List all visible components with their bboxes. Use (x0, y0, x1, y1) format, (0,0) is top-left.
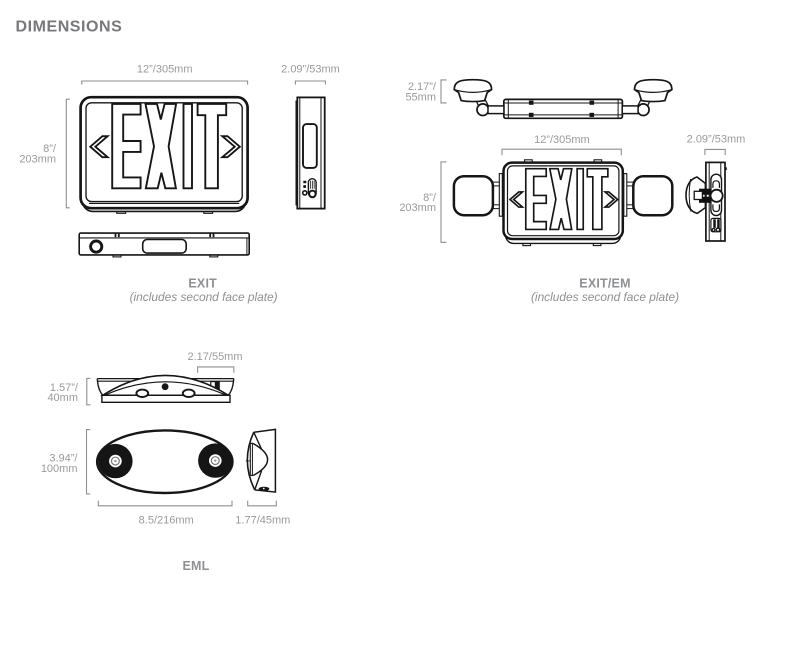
svg-text:12”/305mm: 12”/305mm (137, 64, 193, 76)
svg-text:203mm: 203mm (19, 153, 56, 165)
svg-text:40mm: 40mm (47, 392, 78, 404)
svg-text:55mm: 55mm (405, 91, 436, 103)
svg-text:EXIT/EM: EXIT/EM (579, 276, 630, 290)
svg-text:EXIT: EXIT (188, 276, 217, 290)
svg-text:3.94”/: 3.94”/ (49, 453, 78, 465)
svg-text:8”/: 8”/ (423, 192, 437, 204)
svg-text:(includes second face plate): (includes second face plate) (531, 290, 679, 304)
svg-text:2.09”/53mm: 2.09”/53mm (687, 133, 746, 145)
svg-text:12”/305mm: 12”/305mm (534, 134, 590, 146)
svg-text:EML: EML (183, 559, 210, 573)
svg-text:1.57”/: 1.57”/ (50, 382, 79, 394)
svg-text:100mm: 100mm (41, 463, 78, 475)
svg-text:2.17/55mm: 2.17/55mm (187, 351, 242, 363)
svg-text:2.09”/53mm: 2.09”/53mm (281, 64, 340, 76)
svg-text:(includes second face plate): (includes second face plate) (130, 290, 278, 304)
svg-text:203mm: 203mm (399, 202, 436, 214)
svg-text:8.5/216mm: 8.5/216mm (139, 515, 194, 527)
svg-text:2.17”/: 2.17”/ (408, 81, 437, 93)
svg-text:8”/: 8”/ (43, 143, 57, 155)
svg-text:1.77/45mm: 1.77/45mm (235, 515, 290, 527)
svg-text:DIMENSIONS: DIMENSIONS (16, 19, 123, 36)
